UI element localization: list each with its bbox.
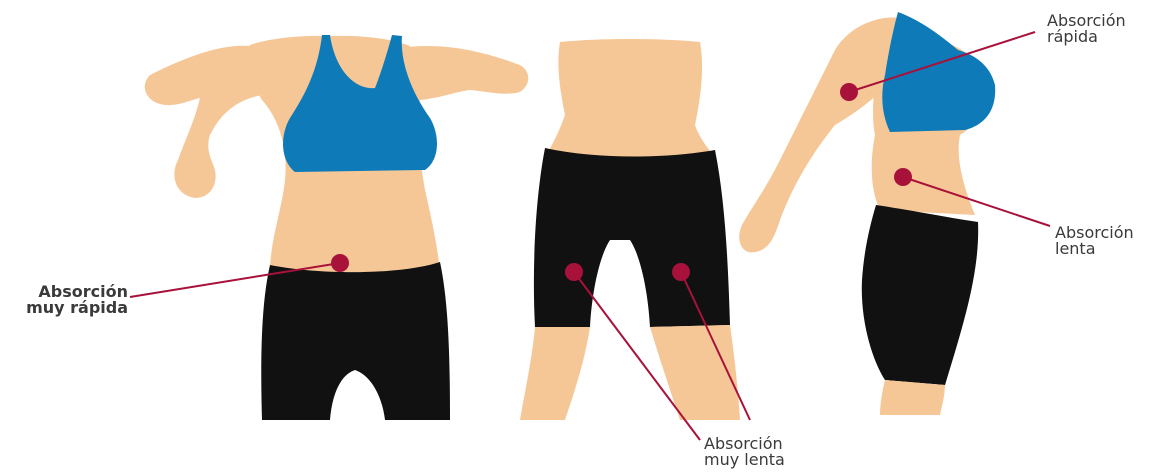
front-arm-left — [145, 46, 262, 198]
middle-torso — [545, 39, 715, 158]
label-muy-rapida: Absorción muy rápida — [8, 284, 128, 316]
marker-arm — [840, 83, 858, 101]
middle-shorts — [534, 148, 730, 327]
front-view-figure — [145, 35, 528, 420]
label-muy-lenta: Absorción muy lenta — [704, 436, 785, 468]
side-legs — [880, 380, 945, 415]
middle-legs — [520, 325, 740, 420]
marker-abdomen — [331, 254, 349, 272]
side-sports-bra — [882, 12, 995, 132]
side-shorts — [862, 205, 978, 385]
marker-thigh-left — [565, 263, 583, 281]
side-view-figure — [739, 12, 995, 415]
marker-thigh-right — [672, 263, 690, 281]
label-lenta: Absorción lenta — [1055, 225, 1134, 257]
middle-view-figure — [520, 39, 740, 420]
marker-flank — [894, 168, 912, 186]
front-shorts — [261, 262, 450, 420]
label-rapida: Absorción rápida — [1047, 13, 1126, 45]
